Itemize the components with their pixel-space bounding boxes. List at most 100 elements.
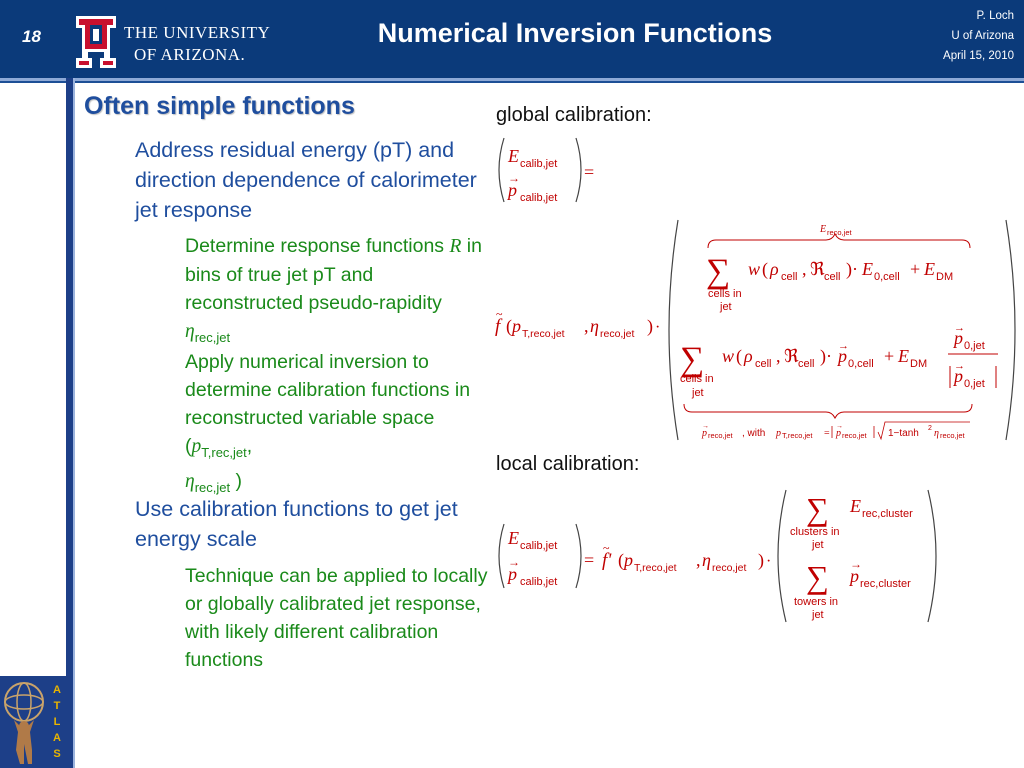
E-symbol: E: [849, 496, 861, 516]
cells-in-label: cells in: [708, 288, 742, 300]
p-symbol: p: [952, 366, 963, 386]
vector-arrow: →: [954, 360, 965, 372]
text: in bins of true jet pT and reconstructed…: [185, 235, 482, 314]
vector-arrow: →: [702, 422, 709, 430]
text: ,: [246, 435, 253, 457]
slide-title: Numerical Inversion Functions: [377, 18, 773, 48]
sum-symbol: ∑: [680, 341, 704, 378]
Re-symbol: ℜ: [810, 259, 825, 279]
subscript: rec,jet: [194, 479, 231, 495]
cells-in-label: cells in: [680, 373, 714, 385]
paren: (: [762, 259, 768, 280]
subscript: DM: [910, 358, 927, 370]
paren: (: [618, 550, 624, 571]
subscript: 0,cell: [874, 271, 900, 283]
plus: +: [884, 346, 894, 366]
clusters-in-label: clusters in: [790, 526, 840, 538]
paren: (: [736, 346, 742, 367]
global-calibration-equation: E calib,jet p → calib,jet = f ~ ( p T,re…: [495, 137, 1016, 441]
subscript: 0,jet: [964, 340, 985, 352]
header-divider: [0, 78, 1024, 81]
p-symbol: p: [836, 346, 847, 366]
subscript: T,reco,jet: [634, 562, 677, 574]
atlas-figure-icon: [4, 682, 44, 764]
global-calibration-label: global calibration:: [496, 104, 652, 126]
symbol-eta: η: [185, 321, 195, 342]
subscript: reco,jet: [600, 328, 635, 340]
subscript: cell: [781, 271, 798, 283]
left-stripe-light: [73, 78, 75, 768]
subscript: cell: [798, 358, 815, 370]
bullet-use-calibration: Use calibration functions to get jet ene…: [135, 497, 458, 551]
subscript: reco,jet: [940, 431, 966, 440]
vector-arrow: →: [836, 422, 843, 430]
dot: ·: [766, 553, 771, 570]
subscript: calib,jet: [520, 540, 557, 552]
jet-label: jet: [811, 609, 824, 621]
university-name-line1: THE UNIVERSITY: [124, 23, 271, 42]
jet-label: jet: [719, 301, 732, 313]
bullet-technique: Technique can be applied to locally or g…: [185, 565, 488, 671]
subscript: rec,cluster: [862, 508, 913, 520]
comma: ,: [584, 316, 589, 336]
left-sidebar: [0, 83, 66, 768]
header-bar: [0, 0, 1024, 78]
atlas-letter: S: [53, 748, 61, 760]
comma: ,: [802, 259, 807, 279]
p-symbol: p: [506, 180, 517, 200]
subscript: calib,jet: [520, 192, 557, 204]
f-tilde-prime: f': [602, 550, 612, 571]
eta-symbol: η: [702, 550, 711, 570]
atlas-letter: T: [53, 700, 61, 712]
E-symbol: E: [897, 346, 909, 366]
E-symbol: E: [507, 146, 519, 166]
symbol-p: p: [191, 436, 202, 457]
subscript: T,rec,jet: [201, 444, 247, 460]
paren: )·: [846, 259, 858, 280]
atlas-letter: A: [53, 732, 61, 744]
subscript: DM: [936, 271, 953, 283]
p-symbol: p: [952, 328, 963, 348]
paren: )·: [820, 346, 832, 367]
section-heading: Often simple functions: [84, 92, 355, 120]
f-tilde: f: [495, 316, 503, 337]
bullet-determine-response: Determine response functions R in bins o…: [185, 232, 490, 352]
dot: ·: [655, 319, 660, 336]
subscript: T,reco,jet: [522, 328, 565, 340]
comma: ,: [696, 550, 701, 570]
paren: ): [647, 316, 653, 337]
subscript: reco,jet: [712, 562, 747, 574]
atlas-wordmark: A T L A S: [50, 682, 64, 762]
rho-symbol: ρ: [769, 259, 779, 279]
E-symbol: E: [861, 259, 873, 279]
text: ): [230, 469, 243, 492]
sum-symbol: ∑: [706, 253, 730, 290]
left-stripe: [66, 78, 73, 768]
p-symbol: p: [848, 566, 859, 586]
eta-symbol: η: [590, 316, 599, 336]
with-text: , with: [742, 428, 768, 439]
rho-symbol: ρ: [743, 346, 753, 366]
bullet-apply-inversion: Apply numerical inversion to determine c…: [185, 348, 490, 502]
university-name: THE UNIVERSITY OF ARIZONA.: [124, 22, 270, 66]
p-symbol: p: [701, 428, 707, 439]
vector-arrow: →: [508, 171, 520, 185]
subscript: reco,jet: [842, 431, 868, 440]
p-symbol: p: [510, 316, 521, 336]
vector-arrow: →: [838, 340, 849, 352]
bullet-residual-energy: Address residual energy (pT) and directi…: [135, 138, 477, 222]
E-symbol: E: [507, 528, 519, 548]
w-symbol: w: [748, 259, 760, 279]
institution: U of Arizona: [951, 30, 1014, 42]
text: Apply numerical inversion to determine c…: [185, 351, 471, 457]
subscript: cell: [824, 271, 841, 283]
date: April 15, 2010: [943, 50, 1014, 62]
text: Determine response functions: [185, 235, 450, 257]
eta-symbol: η: [934, 428, 939, 439]
tilde: ~: [603, 541, 610, 555]
p-symbol: p: [775, 428, 781, 439]
subscript: cell: [755, 358, 772, 370]
paren: (: [506, 316, 512, 337]
tanh-text: 1−tanh: [888, 428, 919, 439]
superscript: 2: [928, 425, 932, 432]
